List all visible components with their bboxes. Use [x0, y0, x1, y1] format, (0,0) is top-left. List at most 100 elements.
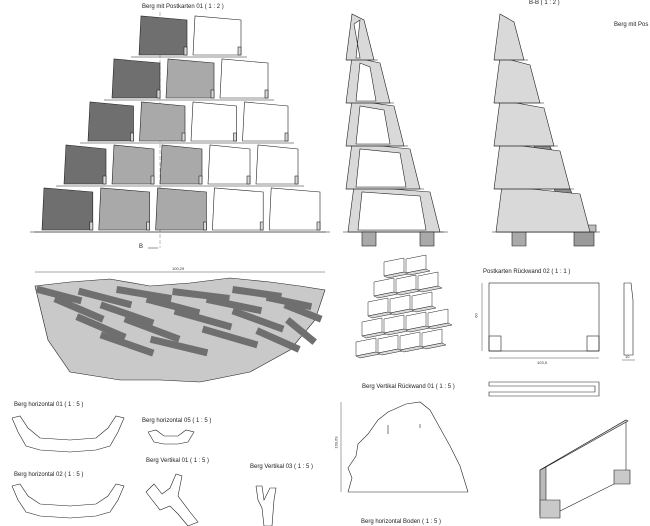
section-view-title: B-B ( 1 : 2 ) — [529, 0, 560, 6]
front-divider-1-2 — [198, 175, 203, 185]
top-bar-19 — [285, 317, 317, 345]
top-bar-0 — [35, 285, 83, 305]
front-divider-4-1 — [237, 46, 242, 56]
front-card-0-4 — [268, 187, 321, 231]
front-card-3-0 — [111, 58, 161, 99]
iso-shelf-3-2 — [417, 285, 443, 293]
vertikal-01-part — [145, 473, 199, 526]
horizontal-01-part — [11, 415, 125, 453]
perspective-foot-right — [613, 469, 631, 485]
perspective-foot-left — [539, 499, 561, 519]
perspective-rueckwand — [539, 419, 631, 519]
side-card-2 — [355, 105, 391, 145]
front-card-0-3 — [212, 187, 264, 231]
side-view — [343, 13, 448, 247]
front-divider-0-3 — [259, 221, 264, 231]
top-dimension-label: 100,29 — [172, 266, 185, 271]
front-card-2-1 — [139, 101, 186, 142]
front-card-1-4 — [255, 144, 299, 185]
side-foot-right — [419, 231, 435, 247]
side-foot-left — [361, 231, 377, 247]
section-shelf-1 — [493, 142, 571, 190]
horizontal-05-title: Berg horizontal 05 ( 1 : 5 ) — [142, 418, 212, 424]
section-view — [492, 13, 600, 247]
top-bar-2 — [75, 313, 127, 341]
rueckwand-dim-width: 103,5 — [537, 360, 548, 365]
iso-shelf-1-3 — [427, 322, 453, 330]
horizontal-02-title: Berg horizontal 02 ( 1 : 5 ) — [14, 472, 84, 478]
front-divider-1-3 — [246, 175, 251, 185]
front-card-1-3 — [207, 144, 251, 185]
front-divider-2-2 — [233, 132, 237, 142]
iso-shelf-4-1 — [405, 268, 431, 276]
front-divider-1-0 — [102, 175, 107, 185]
front-divider-0-1 — [146, 221, 150, 231]
rueckwand-notch-left — [488, 335, 502, 352]
top-shelf-bars — [35, 285, 323, 357]
vertikal-03-title: Berg Vertikal 03 ( 1 : 5 ) — [250, 464, 314, 470]
rueckwand-dim-height: 60 — [473, 313, 479, 318]
top-bar-12 — [172, 288, 230, 302]
front-divider-0-0 — [89, 221, 94, 231]
top-bar-11 — [201, 325, 259, 349]
vertikal-03-part — [255, 485, 277, 526]
horizontal-05-part — [147, 429, 195, 445]
top-bar-14 — [231, 307, 285, 333]
section-shelf-0 — [495, 185, 591, 233]
section-marker-label: B — [139, 244, 144, 250]
front-divider-2-1 — [181, 132, 186, 142]
rueckwand-side — [623, 282, 634, 356]
front-card-0-0 — [41, 187, 94, 231]
front-divider-3-2 — [264, 89, 269, 99]
front-view — [30, 12, 330, 249]
side-card-3 — [355, 62, 377, 102]
rueckwand-dim-thickness: 10 — [625, 354, 630, 359]
top-bar-15 — [255, 327, 301, 353]
front-divider-4-0 — [183, 46, 188, 56]
section-shelf-2 — [493, 99, 555, 147]
front-view-title: Berg mit Postkarten 01 ( 1 : 2 ) — [142, 4, 224, 10]
top-bar-5 — [99, 301, 155, 327]
perspective-top — [539, 419, 629, 471]
iso-shelf-2-2 — [411, 305, 437, 313]
vertikal-rueckwand-outline — [347, 401, 469, 493]
front-card-1-2 — [159, 144, 203, 185]
vertikal-rueckwand-view — [340, 401, 469, 493]
section-foot — [573, 231, 595, 247]
rueckwand-notch-right — [586, 335, 600, 352]
front-divider-2-0 — [130, 132, 134, 142]
top-bar-6 — [123, 315, 181, 343]
front-card-3-2 — [219, 58, 269, 99]
front-card-4-1 — [192, 15, 242, 56]
front-divider-0-4 — [316, 221, 321, 231]
side-card-0 — [357, 191, 427, 231]
front-card-2-3 — [242, 101, 289, 142]
front-card-1-0 — [63, 144, 107, 185]
front-card-0-1 — [98, 187, 150, 231]
rueckwand-bottom — [488, 381, 600, 397]
vertikal-01-title: Berg Vertikal 01 ( 1 : 5 ) — [146, 458, 210, 464]
iso-shelf-0-3 — [421, 342, 447, 350]
rueckwand-view — [481, 282, 635, 397]
front-card-2-2 — [190, 101, 237, 142]
top-bar-7 — [149, 335, 209, 357]
front-divider-1-1 — [150, 175, 155, 185]
top-bar-8 — [115, 285, 173, 303]
front-divider-0-2 — [203, 221, 207, 231]
side-card-4 — [353, 19, 361, 59]
side-sheet-title: Berg mit Pos — [614, 22, 649, 28]
front-divider-2-3 — [284, 132, 289, 142]
front-card-1-1 — [111, 144, 155, 185]
front-card-4-0 — [138, 15, 188, 56]
front-card-2-0 — [87, 101, 134, 142]
top-bar-13 — [205, 295, 263, 315]
top-bar-3 — [99, 331, 155, 357]
rueckwand-front — [488, 282, 600, 352]
front-divider-3-1 — [210, 89, 215, 99]
section-shelf-3 — [493, 56, 541, 104]
top-bar-17 — [265, 293, 313, 311]
horizontal-02-part — [11, 483, 125, 519]
top-view — [34, 271, 326, 383]
